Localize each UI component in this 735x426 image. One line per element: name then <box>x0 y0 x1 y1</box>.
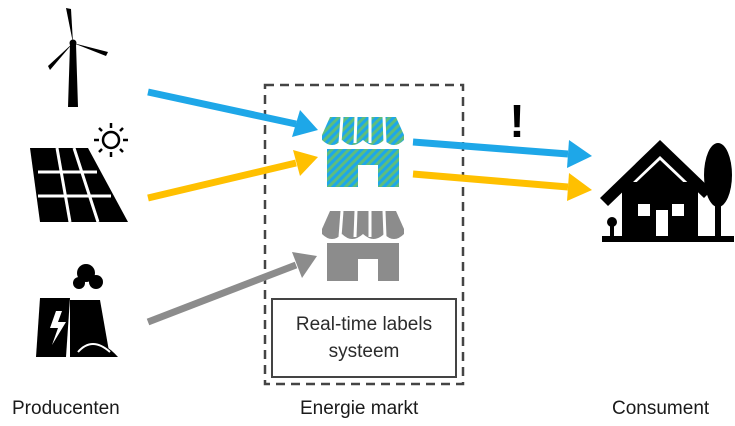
solar-panel-icon <box>30 123 128 223</box>
house-with-tree-icon <box>600 140 734 242</box>
system-label-line1: Real-time labels <box>295 314 433 335</box>
system-label-line2: systeem <box>328 341 400 362</box>
producers-caption: Producenten <box>12 398 120 419</box>
gray-shop-icon <box>322 210 404 281</box>
consumer-caption: Consument <box>612 398 710 419</box>
market-caption: Energie markt <box>300 398 419 419</box>
power-plant-icon <box>36 264 118 357</box>
alert-mark: ! <box>509 95 524 147</box>
flow-arrows <box>146 88 592 326</box>
wind-turbine-icon <box>48 8 108 107</box>
labeled-shop-icon <box>322 116 404 187</box>
realtime-labels-system-box: Real-time labels systeem <box>271 298 457 378</box>
market-dashed-boundary <box>263 83 465 386</box>
